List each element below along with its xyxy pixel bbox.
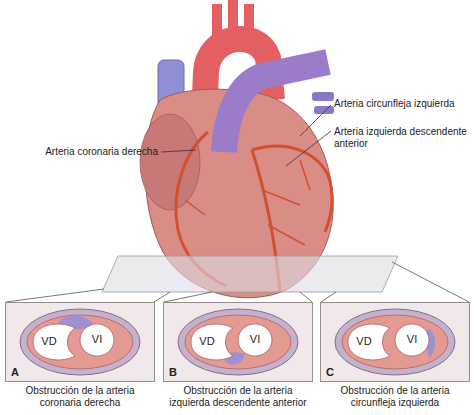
pericardium	[335, 309, 455, 375]
ventricle-label: VI	[85, 333, 109, 346]
right-ventricle	[348, 324, 390, 360]
panel-caption: Obstrucción de la arteria izquierda desc…	[163, 385, 313, 409]
artery-branch	[185, 160, 310, 245]
panel-border	[164, 303, 313, 382]
pericardium	[20, 309, 140, 375]
cross-section-drawing	[320, 302, 470, 383]
panel-letter: A	[11, 366, 27, 379]
cross-section-panel: VD VI A Obstrucción de la arteria coronaria…	[5, 302, 155, 415]
myocardium	[27, 315, 133, 369]
cross-section-panel: VD VI B Obstrucción de la arteria izquierda…	[163, 302, 313, 415]
section-plane	[102, 256, 398, 292]
panel-letter: C	[326, 366, 342, 379]
left-ventricle	[395, 324, 429, 356]
right-ventricle	[191, 324, 233, 360]
right-ventricle	[33, 324, 75, 360]
cross-section-drawing	[5, 302, 155, 383]
ventricle-label: VI	[400, 333, 424, 346]
artery-label: Arteria coronaria derecha	[24, 146, 158, 158]
circumflex-artery	[252, 146, 332, 232]
panel-letter: B	[169, 366, 185, 379]
artery-label: Arteria circunfleja izquierda	[334, 98, 470, 110]
pericardium	[178, 309, 298, 375]
ventricle-label: VD	[35, 335, 63, 348]
pulmonary-trunk	[224, 62, 328, 152]
pulmonary-vein	[312, 92, 334, 101]
panel-caption: Obstrucción de la arteria coronaria dere…	[5, 385, 155, 409]
leader-line	[161, 105, 331, 166]
left-ventricle	[80, 324, 114, 356]
right-atrium	[140, 114, 200, 210]
artery-label: Arteria izquierda descendente anterior	[334, 126, 470, 150]
myocardium	[342, 315, 448, 369]
panel-border	[321, 303, 470, 382]
panel-caption: Obstrucción de la arteria circunfleja iz…	[320, 385, 470, 409]
cross-section-drawing	[163, 302, 313, 383]
pulmonary-vein	[314, 106, 334, 114]
myocardium	[185, 315, 291, 369]
ventricle-label: VI	[243, 333, 267, 346]
left-ventricle	[238, 324, 272, 356]
cross-section-panel: VD VI C Obstrucción de la arteria circunfle…	[320, 302, 470, 415]
leader-line	[6, 262, 469, 302]
ventricle-label: VD	[350, 335, 378, 348]
panel-border	[6, 303, 155, 382]
ventricle-label: VD	[193, 335, 221, 348]
